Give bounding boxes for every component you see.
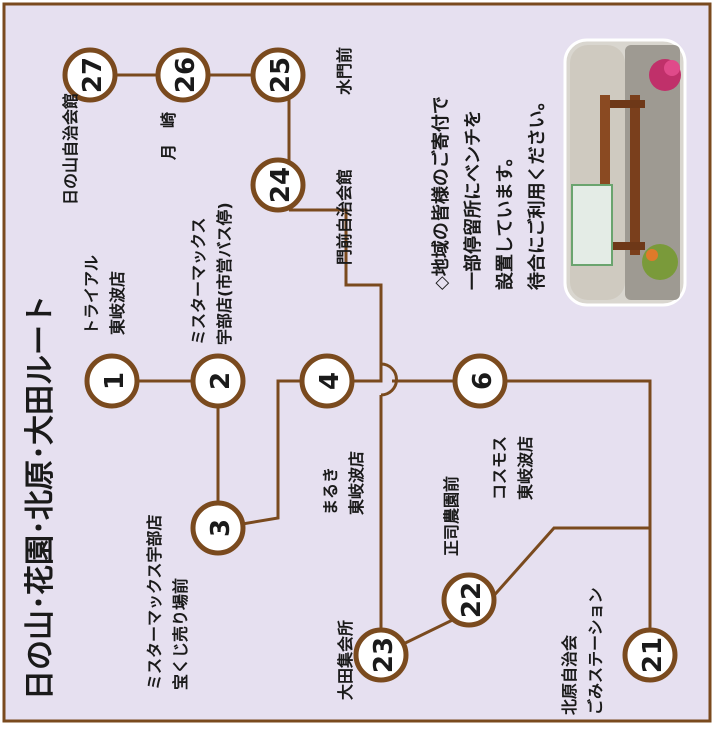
stop-1: 1 [84, 353, 140, 409]
flower-bottom-bloom [646, 249, 658, 261]
stop-circle [155, 47, 211, 103]
stop-number: 1 [100, 372, 130, 390]
stop-6-label-line2: 東岐波店 [516, 436, 535, 500]
stop-25: 25 [250, 47, 306, 103]
stop-2-label-line2: 宇部店(市営バス停) [215, 202, 234, 345]
stop-24: 24 [250, 157, 306, 213]
stop-27: 27 [62, 47, 118, 103]
stop-circle [84, 353, 140, 409]
stop-6-label-line1: コスモス [490, 436, 509, 500]
stop-6: 6 [452, 353, 508, 409]
stop-number: 24 [266, 167, 296, 203]
stop-number: 21 [638, 637, 668, 673]
stop-circle [250, 157, 306, 213]
notice-line-2: 一部停留所にベンチを [462, 110, 484, 290]
stop-2: 2 [190, 353, 246, 409]
stop-circle [441, 572, 497, 628]
segment-21-22 [488, 526, 650, 601]
stop-number: 25 [266, 57, 296, 93]
stop-circle [452, 353, 508, 409]
stop-1-label-line2: 東岐波店 [108, 271, 127, 335]
stop-number: 2 [206, 372, 236, 390]
stop-1-label-line1: トライアル [82, 255, 101, 335]
stop-circle [353, 627, 409, 683]
notice-line-3: 設置しています。 [494, 148, 516, 290]
stop-3: 3 [190, 500, 246, 556]
stop-circle [250, 47, 306, 103]
bench-seat [630, 95, 640, 255]
bench-leg-left [610, 100, 645, 108]
stop-number: 22 [457, 582, 487, 618]
stop-4-label-line1: まるき [321, 467, 340, 515]
bench-sign [571, 184, 613, 266]
stop-4: 4 [299, 353, 355, 409]
notice-line-4: 待合にご利用ください。 [526, 92, 548, 290]
notice-line-1: ◇地域の皆様のご寄付で [430, 96, 452, 290]
stop-23: 23 [353, 627, 409, 683]
page-title: 日の山･花園･北原･大田ルート [23, 295, 58, 700]
stop-number: 4 [315, 372, 345, 390]
stop-circle [299, 353, 355, 409]
flower-pot-bottom [642, 244, 678, 280]
bench-photo [563, 38, 687, 307]
stop-21-label-line2: ごみステーション [586, 587, 605, 715]
stop-labels: トライアル 東岐波店 ミスターマックス 宇部店(市営バス停) ミスターマックス宇… [61, 47, 605, 715]
stop-4-label-line2: 東岐波店 [347, 451, 366, 515]
stop-number: 23 [369, 637, 399, 673]
segment-to-24 [289, 208, 383, 364]
stop-22: 22 [441, 572, 497, 628]
stop-circle [190, 500, 246, 556]
stop-25-label: 水門前 [335, 47, 354, 95]
stop-number: 26 [171, 57, 201, 93]
stop-21-label-line1: 北原自治会 [560, 635, 579, 715]
stop-24-label: 門前自治会館 [335, 169, 354, 265]
stop-number: 27 [78, 57, 108, 93]
bench-leg-right [610, 242, 645, 250]
segment-6-21 [480, 379, 652, 655]
bench-back [600, 95, 610, 255]
stop-3-label-line1: ミスターマックス宇部店 [145, 514, 164, 690]
stop-26-label: 月 崎 [159, 112, 178, 161]
line-crossing-bridge [380, 362, 398, 397]
flower-top-highlight [664, 60, 680, 76]
stop-circle [622, 627, 678, 683]
stop-22-label: 正司農園前 [442, 476, 461, 556]
stop-circle [190, 353, 246, 409]
stop-circle [62, 47, 118, 103]
stop-2-label-line1: ミスターマックス [189, 217, 208, 345]
bench-notice: ◇地域の皆様のご寄付で 一部停留所にベンチを 設置しています。 待合にご利用くだ… [430, 92, 548, 290]
stop-number: 3 [206, 519, 236, 537]
stop-number: 6 [468, 372, 498, 390]
stop-27-label: 日の山自治会館 [61, 93, 80, 205]
stop-3-label-line2: 宝くじ売り場前 [171, 578, 190, 690]
stop-26: 26 [155, 47, 211, 103]
stop-23-label: 大田集会所 [336, 620, 355, 700]
stop-21: 21 [622, 627, 678, 683]
